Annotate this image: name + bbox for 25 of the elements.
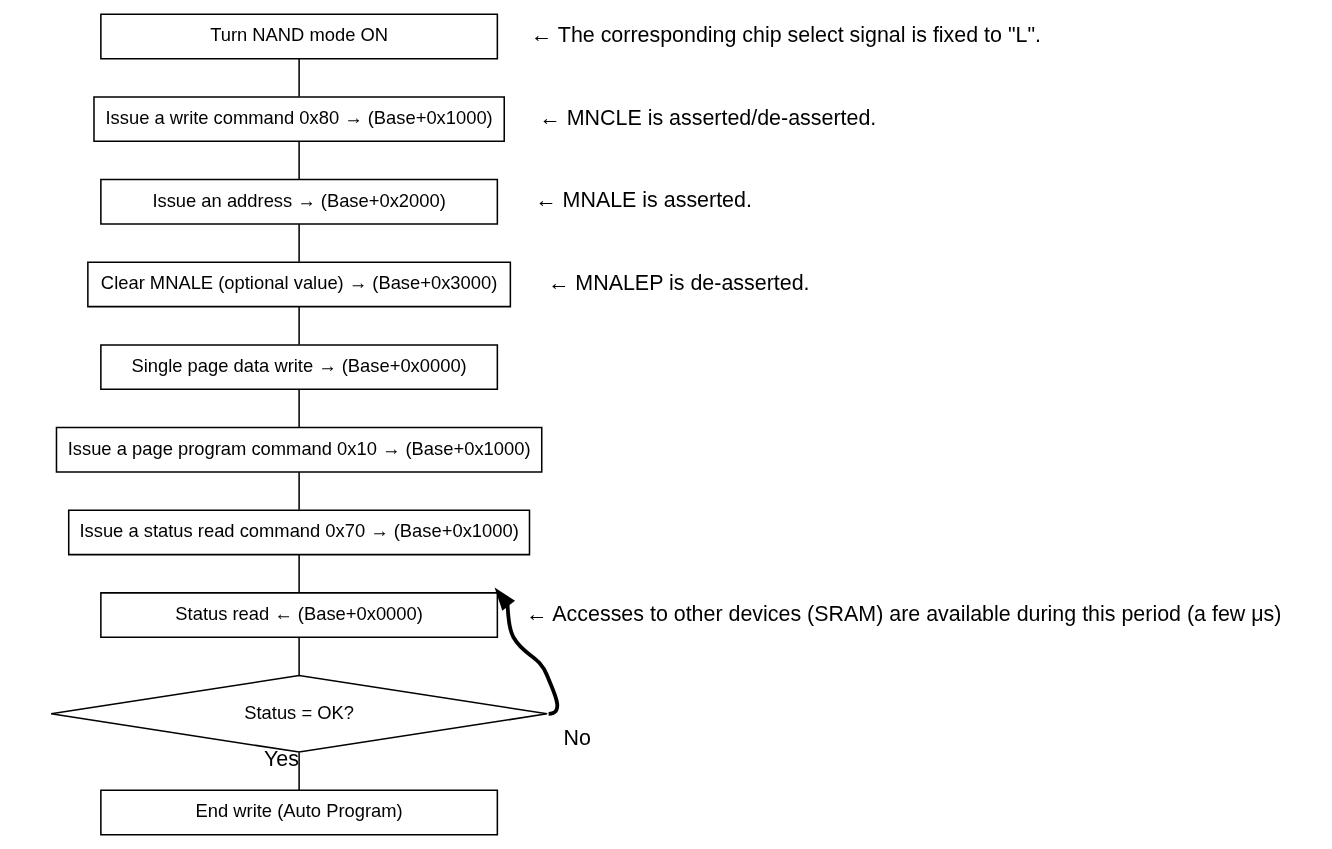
node-box: Turn NAND mode ON [99,13,498,60]
connector [297,388,300,428]
node-box: Status read ← (Base+0x0000) [99,592,498,639]
connector [297,306,300,346]
connector [297,471,300,511]
node-label: ← MNCLE is asserted/de-asserted. [538,105,876,130]
edge-label: No [563,725,591,750]
node-box: End write (Auto Program) [99,789,498,836]
node-label: ← MNALEP is de-asserted. [547,271,810,296]
node-label: ← The corresponding chip select signal is fixed to "L". [530,23,1041,48]
arrow [494,587,559,716]
node-box: Issue a page program command 0x10 → (Base+0x1000) [55,426,542,473]
node-box: Issue an address → (Base+0x2000) [99,178,498,225]
connector [297,751,300,792]
connector [297,554,300,594]
node-box: Clear MNALE (optional value) → (Base+0x3000) [86,261,511,308]
connector [297,58,300,98]
node-box: Issue a status read command 0x70 → (Base+0x1000) [67,509,530,556]
node-box: Issue a write command 0x80 → (Base+0x1000) [92,96,505,143]
node-label: ← Accesses to other devices (SRAM) are available during this period (a few μs) [525,601,1281,626]
connector [297,636,300,677]
connector [297,223,300,263]
node-label: ← MNALE is asserted. [534,188,752,213]
node-box: Single page data write → (Base+0x0000) [99,344,498,391]
connector [297,140,300,180]
